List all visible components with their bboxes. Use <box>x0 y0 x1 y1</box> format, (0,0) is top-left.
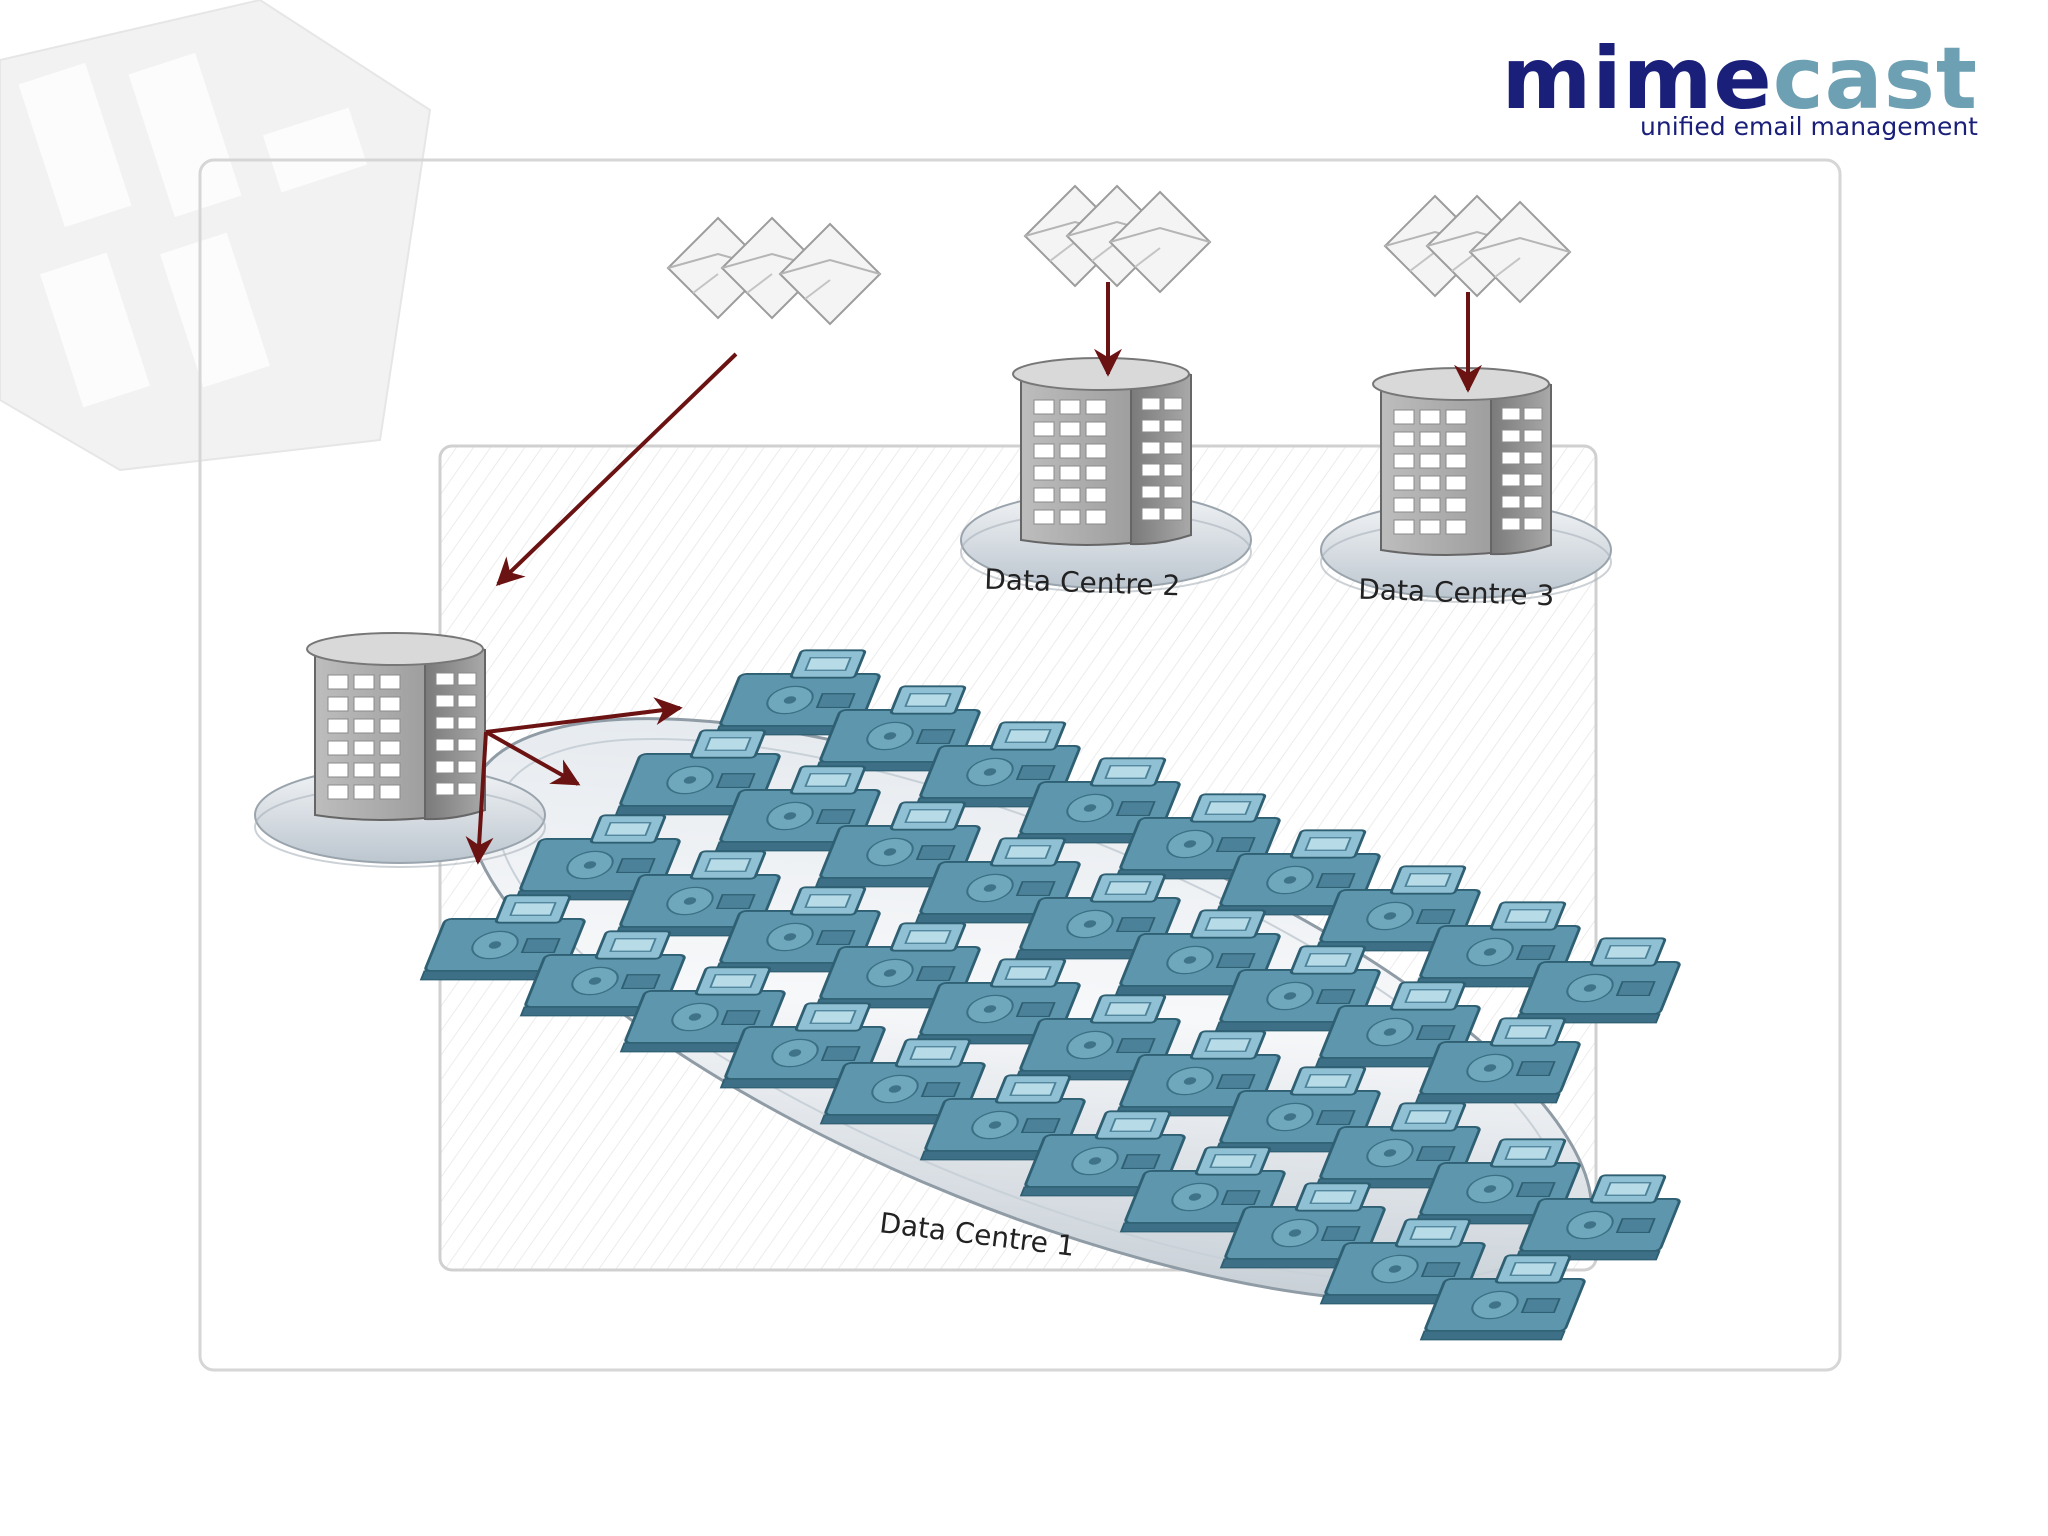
data-centre-2-label: Data Centre 2 <box>984 563 1181 603</box>
arrow-to-storage-3 <box>465 731 494 865</box>
logo-wordmark-left: mime <box>1501 29 1773 129</box>
logo-wordmark: mimecast <box>1502 36 1978 122</box>
logo-wordmark-right: cast <box>1772 29 1978 129</box>
flow-arrows <box>465 282 1482 865</box>
arrow-to-storage-1 <box>485 697 683 734</box>
arrow-email-to-primary <box>495 352 738 586</box>
logo-tagline: unified email management <box>1640 112 1978 141</box>
email-envelope-icon <box>779 223 881 325</box>
email-envelope-group-3 <box>1384 195 1571 303</box>
email-envelope-group-2 <box>1024 185 1211 293</box>
data-centre-3-label: Data Centre 3 <box>1358 573 1555 613</box>
arrow-to-storage-2 <box>485 730 581 786</box>
outer-frame <box>198 158 1842 1372</box>
watermark-graphic <box>0 0 432 472</box>
email-envelope-group-1 <box>667 217 881 325</box>
mimecast-logo: mimecast unified email management <box>1502 36 1978 141</box>
